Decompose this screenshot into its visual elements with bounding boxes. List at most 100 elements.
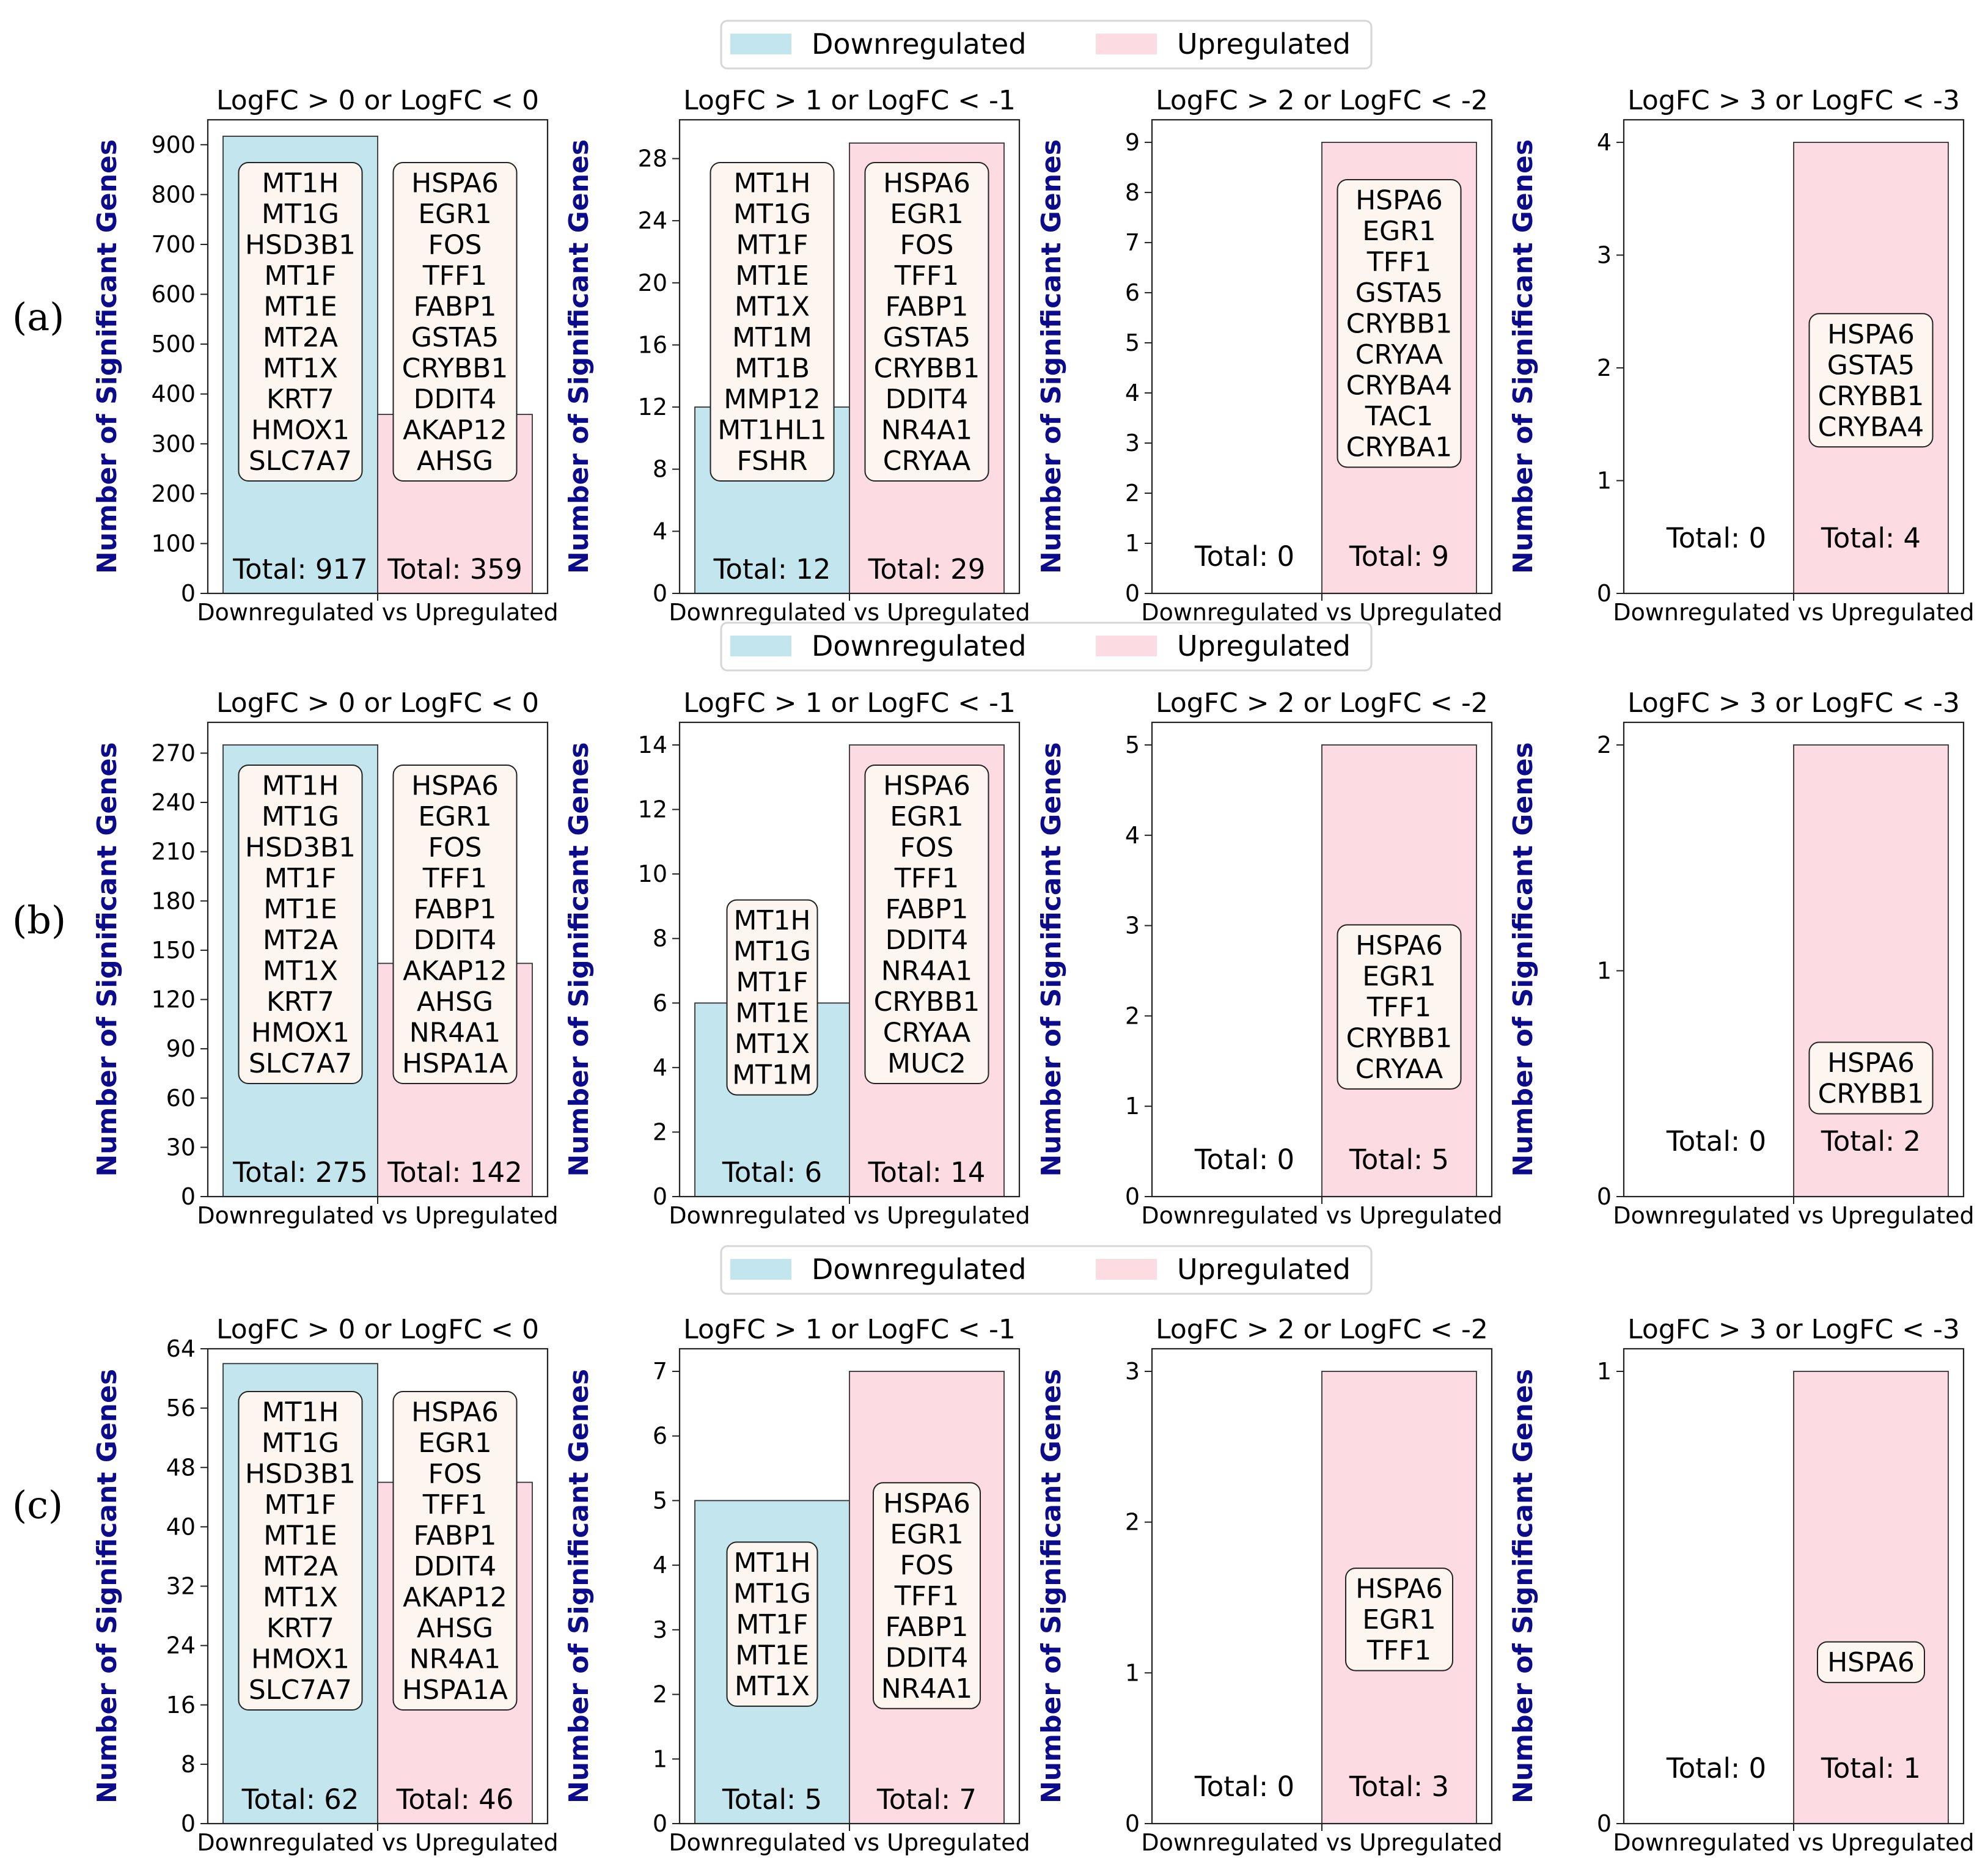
y-tick-label: 180 xyxy=(151,887,196,914)
gene-label: TFF1 xyxy=(1366,1635,1432,1667)
gene-label: GSTA5 xyxy=(1827,350,1915,381)
gene-label: HMOX1 xyxy=(251,1018,350,1049)
y-axis-label: Number of Significant Genes xyxy=(1036,742,1067,1176)
y-tick-label: 400 xyxy=(151,381,196,408)
row-label: (b) xyxy=(12,898,66,942)
gene-label: CRYBB1 xyxy=(874,353,980,384)
total-label: Total: 1 xyxy=(1821,1752,1921,1784)
row-label: (c) xyxy=(12,1483,63,1527)
gene-label: TFF1 xyxy=(422,1489,488,1520)
gene-box-upregulated: HSPA6 xyxy=(1816,1641,1925,1684)
gene-label: MT1H xyxy=(734,905,811,936)
gene-label: MT1M xyxy=(732,322,812,353)
gene-box-frame xyxy=(1808,313,1934,448)
y-tick-label: 3 xyxy=(1125,430,1140,457)
gene-label: DDIT4 xyxy=(414,925,497,956)
gene-label: MT1E xyxy=(735,260,809,292)
gene-box-frame xyxy=(238,765,363,1084)
legend-label-up: Upregulated xyxy=(1177,28,1351,61)
gene-label: EGR1 xyxy=(418,801,491,832)
gene-label: GSTA5 xyxy=(883,322,971,353)
gene-label: HMOX1 xyxy=(251,1644,350,1675)
y-tick-label: 120 xyxy=(151,986,196,1013)
total-label: Total: 7 xyxy=(876,1783,977,1816)
y-tick-label: 150 xyxy=(151,937,196,964)
gene-label: AHSG xyxy=(417,446,493,477)
y-tick-label: 800 xyxy=(151,181,196,208)
y-tick-label: 0 xyxy=(1597,1183,1612,1210)
y-axis-label: Number of Significant Genes xyxy=(1508,139,1539,574)
y-tick-label: 600 xyxy=(151,281,196,308)
gene-label: EGR1 xyxy=(418,199,491,230)
panel-title: LogFC > 2 or LogFC < -2 xyxy=(1156,688,1488,719)
gene-label: CRYBA4 xyxy=(1346,370,1453,402)
gene-label: HSD3B1 xyxy=(245,230,356,261)
y-tick-label: 5 xyxy=(653,1487,667,1514)
panel-title: LogFC > 3 or LogFC < -3 xyxy=(1627,688,1960,719)
panel-title: LogFC > 0 or LogFC < 0 xyxy=(216,1314,539,1345)
y-tick-label: 3 xyxy=(1125,912,1140,939)
y-tick-label: 3 xyxy=(1597,241,1612,268)
gene-label: MT1B xyxy=(735,353,810,384)
y-tick-label: 3 xyxy=(653,1616,667,1643)
legend-frame xyxy=(720,1245,1373,1295)
gene-label: FSHR xyxy=(736,446,807,477)
gene-label: CRYBB1 xyxy=(874,986,980,1018)
legend-swatch-up xyxy=(1096,1259,1157,1280)
total-label: Total: 359 xyxy=(387,553,522,585)
legend-swatch-up xyxy=(1096,34,1157,54)
gene-box-frame xyxy=(864,162,989,482)
y-axis-label: Number of Significant Genes xyxy=(1036,1369,1067,1803)
y-tick-label: 12 xyxy=(638,796,667,823)
gene-label: HSPA6 xyxy=(1355,1574,1443,1605)
gene-box-frame xyxy=(1816,1641,1925,1684)
legend-swatch-up xyxy=(1096,636,1157,656)
y-tick-label: 2 xyxy=(653,1681,667,1708)
gene-label: DDIT4 xyxy=(886,1642,969,1673)
y-tick-label: 4 xyxy=(653,1552,667,1579)
gene-label: MT1X xyxy=(735,292,810,323)
gene-label: MT1H xyxy=(262,1397,339,1428)
gene-label: FOS xyxy=(900,230,954,261)
total-label: Total: 14 xyxy=(868,1156,986,1189)
y-tick-label: 48 xyxy=(166,1454,196,1481)
y-tick-label: 1 xyxy=(1597,467,1612,494)
gene-label: NR4A1 xyxy=(409,1644,501,1675)
y-axis-label: Number of Significant Genes xyxy=(92,1369,123,1803)
gene-label: MT1G xyxy=(733,199,811,230)
y-tick-label: 4 xyxy=(1125,380,1140,406)
y-tick-label: 0 xyxy=(1125,1183,1140,1210)
panel-title: LogFC > 1 or LogFC < -1 xyxy=(683,688,1016,719)
gene-label: MT1H xyxy=(734,168,811,199)
gene-label: MT1E xyxy=(735,998,809,1029)
gene-label: HSD3B1 xyxy=(245,832,356,864)
gene-label: TFF1 xyxy=(894,1580,959,1612)
x-axis-label: Downregulated vs Upregulated xyxy=(1141,1829,1502,1856)
total-label: Total: 6 xyxy=(722,1156,822,1189)
gene-label: HSPA6 xyxy=(1827,319,1915,350)
y-tick-label: 28 xyxy=(638,145,667,172)
y-tick-label: 4 xyxy=(653,518,667,545)
gene-label: CRYBB1 xyxy=(1818,1079,1924,1110)
y-tick-label: 4 xyxy=(1125,822,1140,849)
y-tick-label: 7 xyxy=(653,1358,667,1385)
legend-label-up: Upregulated xyxy=(1177,1253,1351,1286)
y-axis-label: Number of Significant Genes xyxy=(92,742,123,1176)
gene-label: MT1H xyxy=(734,1547,811,1579)
gene-label: CRYBA4 xyxy=(1818,411,1924,442)
gene-label: MT1F xyxy=(736,967,808,998)
total-label: Total: 0 xyxy=(1666,1752,1766,1784)
y-tick-label: 6 xyxy=(1125,279,1140,306)
gene-label: FABP1 xyxy=(413,894,496,925)
y-tick-label: 60 xyxy=(166,1085,196,1112)
y-axis-label: Number of Significant Genes xyxy=(92,139,123,574)
gene-label: DDIT4 xyxy=(886,925,969,956)
y-tick-label: 500 xyxy=(151,331,196,358)
